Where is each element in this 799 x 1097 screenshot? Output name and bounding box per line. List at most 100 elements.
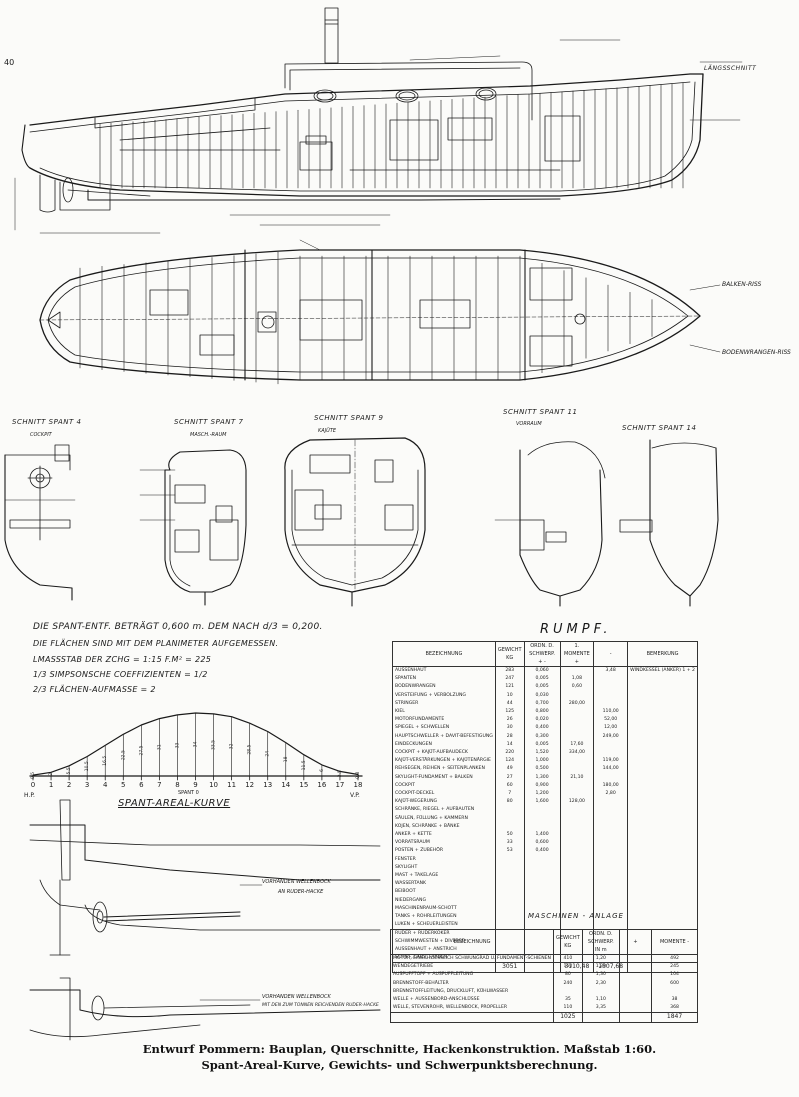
ordinate-value-label: 2.5 xyxy=(337,770,343,777)
curve-zero-label: SPANT 0 xyxy=(178,790,199,796)
curve-note: DIE FLÄCHEN SIND MIT DEM PLANIMETER AUFG… xyxy=(33,639,279,648)
table-cell: 1,30 xyxy=(581,963,620,972)
section-title: SCHNITT SPANT 9 xyxy=(314,414,384,422)
rumpf-title: RUMPF. xyxy=(540,622,612,637)
table-cell xyxy=(559,806,595,815)
stern-label: AN RUDER-HACKE xyxy=(278,889,324,895)
table-cell: 35 xyxy=(552,996,583,1005)
table-cell xyxy=(618,979,653,988)
table-cell: 180,00 xyxy=(593,781,629,791)
table-cell xyxy=(552,987,583,997)
table-cell: 240 xyxy=(552,979,583,988)
table-cell xyxy=(593,872,629,881)
table-cell xyxy=(593,806,629,815)
table-cell xyxy=(523,814,561,823)
table-cell: 0,005 xyxy=(523,683,561,692)
table-cell xyxy=(627,790,698,799)
table-cell xyxy=(559,896,595,905)
table-cell: 38 xyxy=(651,996,698,1005)
x-tick-label: 13 xyxy=(263,781,272,789)
table-cell: BEIBOOT xyxy=(392,888,496,897)
x-tick-label: 6 xyxy=(139,781,144,789)
table-cell xyxy=(627,708,698,717)
table-cell: NIEDERGANG xyxy=(392,896,496,905)
table-cell: 125 xyxy=(494,708,525,717)
table-cell: 0,700 xyxy=(523,699,561,709)
table-cell: AUSPUFFTOPF + AUSPUFFLEITUNG xyxy=(390,971,554,980)
table-cell: COCKPIT xyxy=(392,781,496,791)
table-cell: SKYLIGHT-FUNDAMENT + BALKEN xyxy=(392,773,496,782)
col-header: - xyxy=(593,641,629,667)
table-cell: 26 xyxy=(494,716,525,725)
plan-label-upper: BALKEN-RISS xyxy=(722,281,762,288)
table-cell: 0,60 xyxy=(559,683,595,692)
table-cell: SPANTEN xyxy=(392,675,496,684)
table-cell xyxy=(559,716,595,725)
table-row: KOJEN, SCHRÄNKE + BÄNKE xyxy=(392,822,698,832)
x-tick-label: 15 xyxy=(299,781,308,789)
maschinen-title: MASCHINEN - ANLAGE xyxy=(528,912,624,920)
profile-title: LÄNGSSCHNITT xyxy=(704,65,757,72)
table-cell xyxy=(559,863,595,873)
table-cell: 80 xyxy=(552,971,583,980)
x-tick-label: 4 xyxy=(103,781,108,789)
table-row: NIEDERGANG xyxy=(392,896,698,905)
table-cell xyxy=(627,749,698,758)
table-cell xyxy=(494,814,525,823)
total-cell: 1025 xyxy=(552,1012,583,1023)
table-cell xyxy=(627,814,698,823)
table-cell xyxy=(627,675,698,684)
table-cell xyxy=(627,781,698,791)
table-cell: 119,00 xyxy=(593,757,629,766)
table-cell: 144,00 xyxy=(593,765,629,774)
table-cell: 52,00 xyxy=(593,716,629,725)
table-cell xyxy=(627,683,698,692)
area-curve-chart: 00.51225.5310.5416.5522.5627.57318339341… xyxy=(29,712,363,789)
table-cell xyxy=(559,880,595,889)
table-cell xyxy=(494,806,525,815)
col-header: ORDN. D. SCHWERP. IN m xyxy=(581,929,620,955)
table-cell: 104 xyxy=(651,971,698,980)
table-cell: 3,35 xyxy=(581,1004,620,1013)
curve-note: DIE SPANT-ENTF. BETRÄGT 0,600 m. DEM NAC… xyxy=(33,622,323,632)
table-cell xyxy=(494,913,525,922)
table-row: SCHRÄNKE, RIEGEL + AUFBAUTEN xyxy=(392,806,698,815)
table-cell xyxy=(559,855,595,864)
table-cell xyxy=(523,880,561,889)
table-row: TANKS + ROHRLEITUNGEN xyxy=(392,913,698,922)
table-cell xyxy=(523,896,561,905)
table-cell: 3,48 xyxy=(593,666,629,676)
table-cell xyxy=(618,1004,653,1013)
ordinate-value-label: 33 xyxy=(174,742,180,748)
table-row: MOTOR, EINSCHLIESSLICH SCHWUNGRAD U. FUN… xyxy=(390,954,698,964)
table-cell xyxy=(559,814,595,823)
table-cell xyxy=(627,806,698,815)
table-cell: 128,00 xyxy=(559,798,595,807)
table-cell xyxy=(523,863,561,873)
table-cell xyxy=(559,831,595,840)
table-cell: 14 xyxy=(494,740,525,750)
col-header: + xyxy=(618,929,653,955)
table-cell xyxy=(494,855,525,864)
maschinen-header-row: BEZEICHNUNG GEWICHT KG ORDN. D. SCHWERP.… xyxy=(390,929,698,955)
table-cell: 600 xyxy=(651,979,698,988)
table-cell xyxy=(494,904,525,914)
table-cell: 283 xyxy=(494,666,525,676)
section-drawings xyxy=(4,437,719,607)
table-cell xyxy=(618,987,653,997)
table-cell: 10 xyxy=(494,691,525,700)
table-cell xyxy=(627,847,698,856)
table-cell xyxy=(523,855,561,864)
table-cell: 12,00 xyxy=(593,724,629,733)
table-cell: HAUPTSCHWELLER + DAVIT-BEFESTIGUNG xyxy=(392,732,496,741)
table-cell: VORRATSRAUM xyxy=(392,839,496,848)
table-row: LUKEN + SCHEUERLEISTEN xyxy=(392,921,698,930)
table-row: WASSERTANK xyxy=(392,880,698,889)
table-cell xyxy=(559,822,595,832)
